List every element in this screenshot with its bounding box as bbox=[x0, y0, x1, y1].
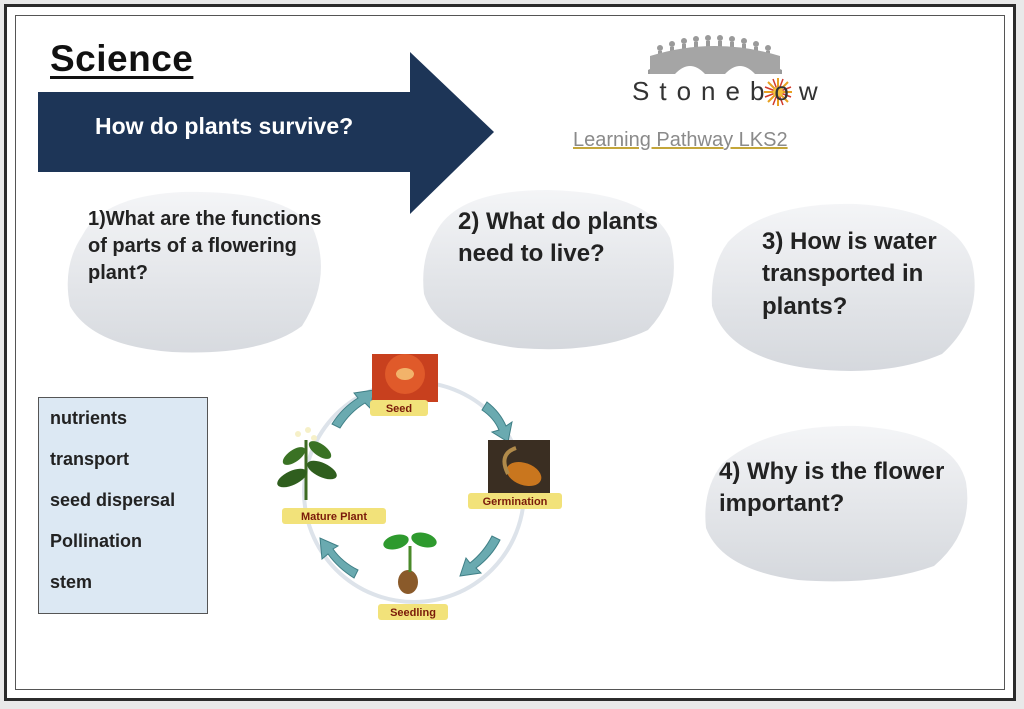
vocab-word: seed dispersal bbox=[50, 490, 176, 510]
question-1: 1)What are the functions of parts of a f… bbox=[88, 208, 322, 284]
question-arrow bbox=[38, 52, 494, 214]
label-bg bbox=[468, 493, 562, 509]
stage-label-germination: Germination bbox=[483, 496, 548, 508]
sun-icon bbox=[764, 78, 792, 106]
page-title: Science bbox=[50, 38, 194, 79]
label-bg bbox=[378, 604, 448, 620]
logo-tagline: Learning Pathway LKS2 bbox=[573, 129, 788, 151]
cycle-arrow-icon bbox=[319, 389, 513, 579]
seedling-icon bbox=[383, 532, 437, 594]
question-4: 4) Why is the flower important? bbox=[719, 458, 945, 518]
vocab-word: nutrients bbox=[50, 408, 128, 428]
stonebow-logo bbox=[648, 35, 792, 106]
label-bg bbox=[370, 400, 428, 416]
stage-label-mature-plant: Mature Plant bbox=[301, 511, 367, 523]
germinating-seed-icon bbox=[488, 440, 550, 496]
question-2: 2) What do plants need to live? bbox=[458, 208, 658, 268]
vocab-word: stem bbox=[50, 572, 93, 592]
stone-shape bbox=[423, 190, 674, 350]
stone-shape bbox=[67, 191, 321, 353]
tomato-seed-icon bbox=[372, 354, 438, 402]
mature-plant-icon bbox=[277, 427, 337, 500]
vocab-word: transport bbox=[50, 449, 130, 469]
plant-life-cycle-diagram: Seed Germination Seedling Mature Plant bbox=[277, 354, 562, 620]
question-3: 3) How is water transported in plants? bbox=[762, 228, 937, 320]
logo-bridge-icon bbox=[648, 35, 782, 74]
logo-wordmark: Stonebow bbox=[632, 76, 828, 106]
stage-label-seedling: Seedling bbox=[390, 607, 436, 619]
label-bg bbox=[282, 508, 386, 524]
big-question: How do plants survive? bbox=[95, 113, 354, 139]
stone-shape bbox=[711, 203, 975, 371]
vocab-word: Pollination bbox=[50, 531, 142, 551]
stage-label-seed: Seed bbox=[386, 403, 412, 415]
vocabulary-box: nutrients transport seed dispersal Polli… bbox=[38, 397, 208, 614]
stone-shape bbox=[705, 425, 968, 582]
